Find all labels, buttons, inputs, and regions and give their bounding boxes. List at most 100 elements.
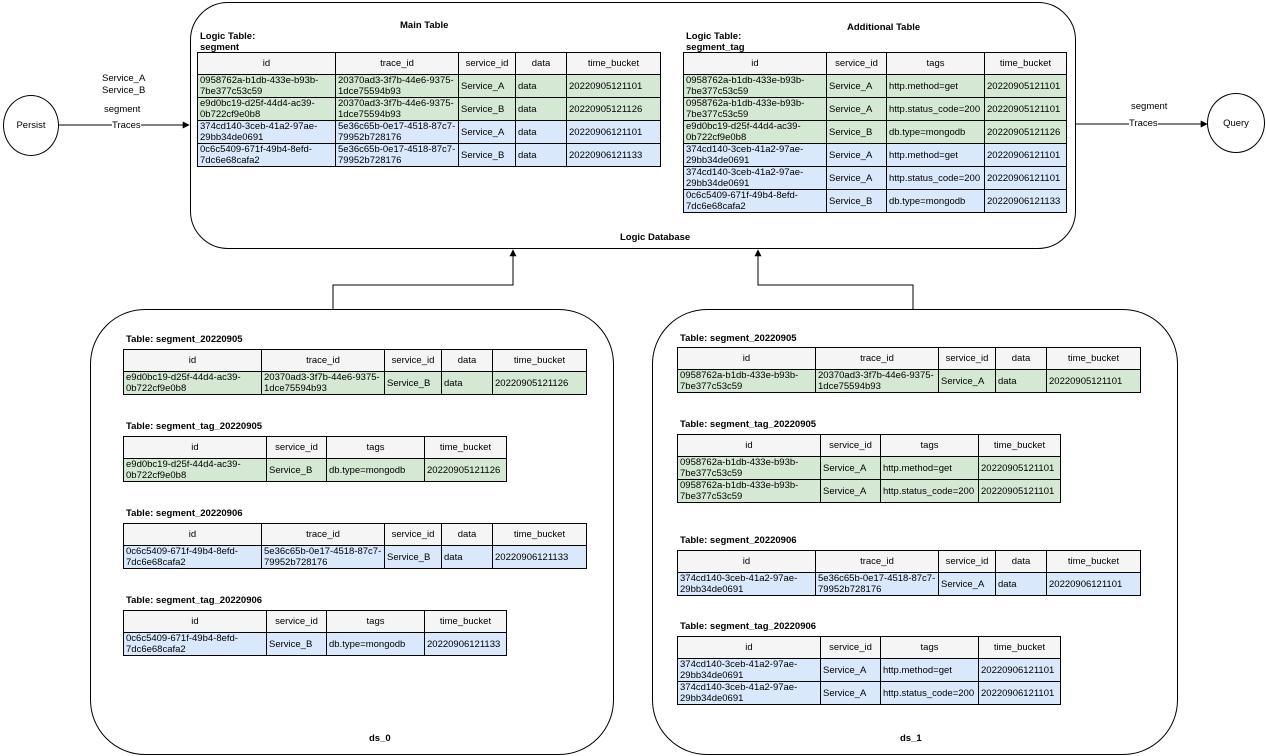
column-header: id (677, 550, 816, 573)
table-cell: 0958762a-b1db-433e-b93b-7be377c53c59 (677, 479, 821, 503)
edge-label-service-a: Service_A (102, 73, 146, 84)
table-cell: http.method=get (880, 658, 979, 682)
table-cell: 0958762a-b1db-433e-b93b-7be377c53c59 (677, 369, 816, 393)
column-header: id (683, 52, 827, 75)
column-header: time_bucket (566, 52, 661, 75)
column-header: service_id (826, 52, 887, 75)
table-cell: 20220906121101 (984, 166, 1067, 190)
table-cell: 374cd140-3ceb-41a2-97ae-29bb34de0691 (677, 658, 821, 682)
table-cell: http.method=get (886, 143, 985, 167)
column-header: trace_id (261, 349, 385, 372)
ds1-segment-20220905-title: Table: segment_20220905 (680, 333, 797, 344)
ds1-segment-tag-20220906-title: Table: segment_tag_20220906 (680, 621, 817, 632)
column-header: id (123, 523, 262, 546)
column-header: tags (326, 436, 425, 459)
table-cell: 20220905121101 (978, 456, 1061, 480)
table-cell: Service_B (266, 458, 327, 482)
ds1-label: ds_1 (900, 733, 922, 744)
table-cell: 0958762a-b1db-433e-b93b-7be377c53c59 (683, 74, 827, 98)
table-cell: db.type=mongodb (886, 189, 985, 213)
ds1-to-logicdb-arrow (754, 249, 917, 316)
column-header: tags (880, 434, 979, 457)
table-cell: 20220906121133 (984, 189, 1067, 213)
table-cell: Service_A (458, 120, 516, 144)
column-header: service_id (384, 523, 442, 546)
table-cell: 0958762a-b1db-433e-b93b-7be377c53c59 (197, 74, 336, 98)
table-cell: Service_A (820, 456, 881, 480)
table-cell: Service_A (938, 369, 996, 393)
table-cell: 374cd140-3ceb-41a2-97ae-29bb34de0691 (683, 143, 827, 167)
column-header: service_id (266, 610, 327, 633)
table-cell: 20370ad3-3f7b-44e6-9375-1dce75594b93 (261, 371, 385, 395)
table-cell: 0958762a-b1db-433e-b93b-7be377c53c59 (683, 97, 827, 121)
column-header: data (441, 523, 493, 546)
column-header: data (995, 550, 1047, 573)
ds0-to-logicdb-arrow (329, 249, 517, 316)
table-cell: http.status_code=200 (886, 97, 985, 121)
logic-table-segment-label: Logic Table: (200, 31, 256, 42)
table-cell: Service_B (266, 632, 327, 656)
table-cell: 20220905121126 (566, 97, 661, 121)
column-header: tags (326, 610, 425, 633)
table-cell: 0c6c5409-671f-49b4-8efd-7dc6e68cafa2 (197, 143, 336, 167)
table-cell: Service_B (458, 143, 516, 167)
ds0-segment-20220906-title: Table: segment_20220906 (126, 508, 243, 519)
table-cell: 0c6c5409-671f-49b4-8efd-7dc6e68cafa2 (123, 545, 262, 569)
table-cell: http.status_code=200 (880, 479, 979, 503)
table-cell: Service_A (826, 166, 887, 190)
column-header: service_id (820, 636, 881, 659)
column-header: id (677, 636, 821, 659)
ds0-segment-tag-20220905-title: Table: segment_tag_20220905 (126, 421, 263, 432)
table-cell: data (441, 545, 493, 569)
table-cell: 20220906121101 (984, 143, 1067, 167)
logic-database-label: Logic Database (620, 232, 691, 243)
table-cell: 20220905121101 (984, 97, 1067, 121)
persist-label: Persist (16, 120, 46, 131)
edge-label-traces-right: Traces (1129, 118, 1158, 129)
table-cell: http.status_code=200 (886, 166, 985, 190)
table-cell: data (515, 74, 567, 98)
table-cell: 374cd140-3ceb-41a2-97ae-29bb34de0691 (677, 572, 816, 596)
edge-label-traces: Traces (112, 120, 141, 131)
table-cell: data (441, 371, 493, 395)
ds1-segment-tag-20220905-title: Table: segment_tag_20220905 (680, 419, 817, 430)
table-cell: Service_B (458, 97, 516, 121)
table-cell: 0c6c5409-671f-49b4-8efd-7dc6e68cafa2 (123, 632, 267, 656)
table-cell: 20370ad3-3f7b-44e6-9375-1dce75594b93 (335, 74, 459, 98)
table-cell: Service_B (384, 545, 442, 569)
table-cell: 20220905121126 (424, 458, 507, 482)
table-cell: 20220905121126 (984, 120, 1067, 144)
column-header: trace_id (815, 347, 939, 370)
column-header: id (197, 52, 336, 75)
table-cell: Service_A (826, 74, 887, 98)
table-cell: 20220905121126 (492, 371, 587, 395)
edge-label-segment: segment (104, 104, 141, 115)
column-header: data (995, 347, 1047, 370)
column-header: time_bucket (978, 434, 1061, 457)
column-header: trace_id (335, 52, 459, 75)
column-header: service_id (938, 347, 996, 370)
table-cell: 20220906121133 (424, 632, 507, 656)
